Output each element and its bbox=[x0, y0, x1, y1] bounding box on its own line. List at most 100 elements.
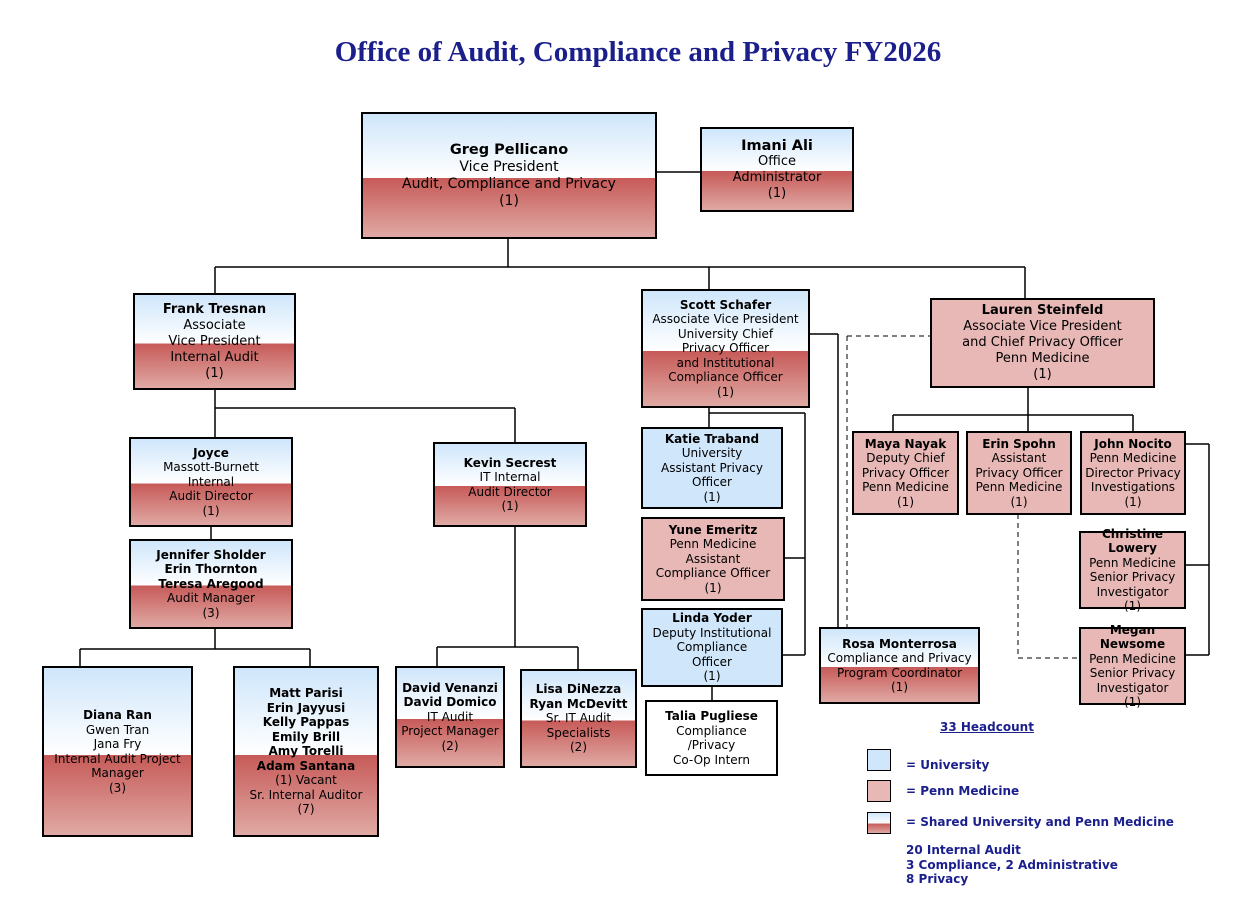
node-line: Co-Op Intern bbox=[672, 752, 751, 767]
node-line: Privacy Officer bbox=[975, 465, 1063, 480]
node-line: Deputy Chief bbox=[866, 451, 945, 466]
node-line: Privacy Officer bbox=[861, 465, 950, 480]
node-line: Officer bbox=[692, 654, 732, 669]
node-name: Katie Traband bbox=[664, 431, 760, 446]
node-name: Lisa DiNezza bbox=[535, 682, 622, 697]
node-line: (1) bbox=[891, 680, 908, 694]
chart-title: Office of Audit, Compliance and Privacy … bbox=[334, 36, 942, 68]
node-line: (2) bbox=[570, 740, 587, 755]
node-name: Erin Spohn bbox=[982, 436, 1056, 451]
node-name: Imani Ali bbox=[741, 137, 813, 154]
node-name: John Nocito bbox=[1094, 436, 1172, 451]
node-line: Penn Medicine bbox=[1089, 651, 1176, 666]
node-line: Vice President bbox=[459, 158, 559, 175]
node-name: Matt Parisi bbox=[269, 686, 343, 701]
node-line: Erin Thornton bbox=[164, 562, 258, 577]
headcount-breakdown: 20 Internal Audit 3 Compliance, 2 Admini… bbox=[906, 843, 1118, 887]
node-line: Penn Medicine bbox=[995, 351, 1090, 366]
node-line: Manager bbox=[91, 766, 144, 780]
node-line: Associate bbox=[183, 317, 246, 333]
node-line: Investigator bbox=[1096, 584, 1169, 599]
node-line: (3) bbox=[202, 605, 220, 620]
node-line: University bbox=[681, 446, 743, 461]
node-line: Assistant bbox=[991, 451, 1047, 466]
node-name: Christine Lowery bbox=[1101, 526, 1164, 556]
node-line: Penn Medicine bbox=[1089, 451, 1177, 466]
headcount-label: 33 Headcount bbox=[940, 720, 1034, 734]
node-line: (1) bbox=[1124, 494, 1142, 509]
legend-swatch-shared bbox=[867, 812, 891, 834]
node-name: Frank Tresnan bbox=[162, 301, 267, 317]
node-name: Greg Pellicano bbox=[449, 141, 569, 158]
node-name: Megan Newsome bbox=[1099, 622, 1166, 652]
node-line: Penn Medicine bbox=[862, 480, 949, 495]
node-line: Associate Vice President bbox=[652, 312, 799, 327]
legend-swatch-university bbox=[867, 749, 891, 771]
node-line: Gwen Tran bbox=[85, 722, 150, 737]
node-line: Penn Medicine bbox=[975, 480, 1063, 495]
total-compliance-admin: 3 Compliance, 2 Administrative bbox=[906, 857, 1118, 872]
node-line: Compliance Officer bbox=[668, 370, 783, 385]
node-line: (1) bbox=[703, 489, 721, 504]
node-line: and Chief Privacy Officer bbox=[962, 335, 1123, 350]
node-line: Emily Brill bbox=[271, 729, 341, 744]
node-line: (1) bbox=[1124, 695, 1141, 709]
node-line: Privacy Officer bbox=[681, 341, 770, 356]
node-line: (1) bbox=[1124, 599, 1141, 613]
node-line: David Domico bbox=[403, 695, 497, 710]
node-line: Sr. IT Audit bbox=[545, 711, 612, 726]
node-line: Administrator bbox=[732, 169, 822, 185]
node-line: Amy Torelli bbox=[268, 744, 344, 759]
node-line: Assistant Privacy bbox=[661, 460, 763, 475]
node-line: Internal Audit Project bbox=[54, 751, 181, 766]
node-line: Director Privacy bbox=[1085, 465, 1181, 480]
node-line: Associate Vice President bbox=[963, 319, 1122, 334]
legend-label-penn-medicine: = Penn Medicine bbox=[906, 784, 1020, 798]
node-line: (1) bbox=[704, 580, 722, 595]
node-line: Erin Jayyusi bbox=[266, 700, 346, 715]
node-line: Senior Privacy bbox=[1089, 666, 1176, 680]
node-line: (1) bbox=[501, 499, 519, 513]
node-line: Jana Fry bbox=[93, 737, 142, 751]
node-line: (1) bbox=[1033, 367, 1052, 382]
node-line: (7) bbox=[297, 802, 315, 817]
node-line: Adam Santana bbox=[256, 758, 356, 773]
node-line: (1) bbox=[717, 384, 734, 399]
node-line: Project Manager bbox=[401, 724, 499, 739]
node-name: Linda Yoder bbox=[672, 611, 752, 626]
node-line: Teresa Aregood bbox=[158, 576, 264, 591]
node-line: Investigator bbox=[1096, 680, 1169, 695]
node-name: Joyce bbox=[193, 445, 229, 460]
legend-label-shared: = Shared University and Penn Medicine bbox=[906, 815, 1174, 829]
node-name: David Venanzi bbox=[402, 680, 498, 695]
node-line: Compliance bbox=[676, 640, 748, 655]
node-name: Talia Pugliese bbox=[665, 709, 758, 723]
node-line: IT Audit bbox=[426, 709, 474, 724]
node-line: Program Coordinator bbox=[836, 665, 963, 680]
node-line: (1) bbox=[703, 669, 721, 684]
node-line: University Chief bbox=[677, 326, 774, 341]
node-line: Penn Medicine bbox=[669, 537, 757, 552]
node-line: /Privacy bbox=[687, 738, 736, 752]
node-name: Yune Emeritz bbox=[668, 522, 758, 537]
node-line: Audit Manager bbox=[167, 591, 255, 606]
node-name: Scott Schafer bbox=[679, 297, 772, 312]
node-line: Compliance bbox=[676, 723, 747, 738]
node-name: Maya Nayak bbox=[864, 436, 947, 451]
node-line: Officer bbox=[692, 475, 732, 490]
total-privacy: 8 Privacy bbox=[906, 872, 969, 886]
node-line: Assistant bbox=[685, 551, 741, 566]
